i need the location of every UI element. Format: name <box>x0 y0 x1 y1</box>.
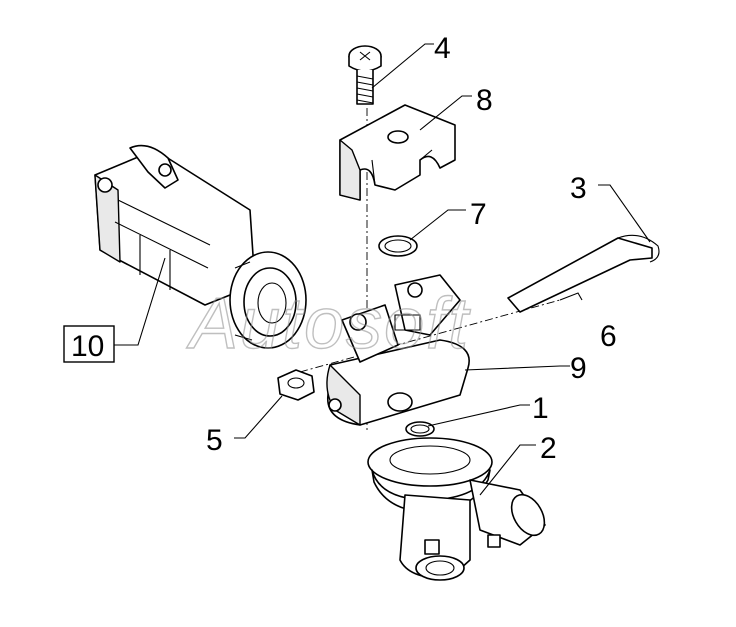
leader-lines <box>114 43 651 496</box>
callout-5: 5 <box>206 424 223 457</box>
part-3-pin <box>507 234 660 313</box>
callout-4: 4 <box>434 32 451 65</box>
watermark: Autosoft <box>186 284 471 364</box>
callouts: 4 8 7 3 6 9 1 2 5 10 <box>63 32 617 465</box>
part-7-o-ring <box>378 235 418 257</box>
callout-6: 6 <box>600 320 617 353</box>
part-10-actuator <box>94 144 307 349</box>
callout-7: 7 <box>470 198 487 231</box>
part-8-clamp-bracket <box>339 104 456 201</box>
part-5-nut <box>277 369 315 401</box>
part-4-screw <box>348 45 382 105</box>
callout-9: 9 <box>570 352 587 385</box>
callout-1: 1 <box>532 392 549 425</box>
callout-8: 8 <box>476 84 493 117</box>
part-1-o-ring <box>405 421 435 437</box>
callout-3: 3 <box>570 172 587 205</box>
part-9-valve-body <box>326 274 470 426</box>
part-2-pipe-fitting <box>367 437 546 581</box>
callout-10-box <box>63 325 115 363</box>
callout-10: 10 <box>71 330 104 363</box>
callout-2: 2 <box>540 432 557 465</box>
